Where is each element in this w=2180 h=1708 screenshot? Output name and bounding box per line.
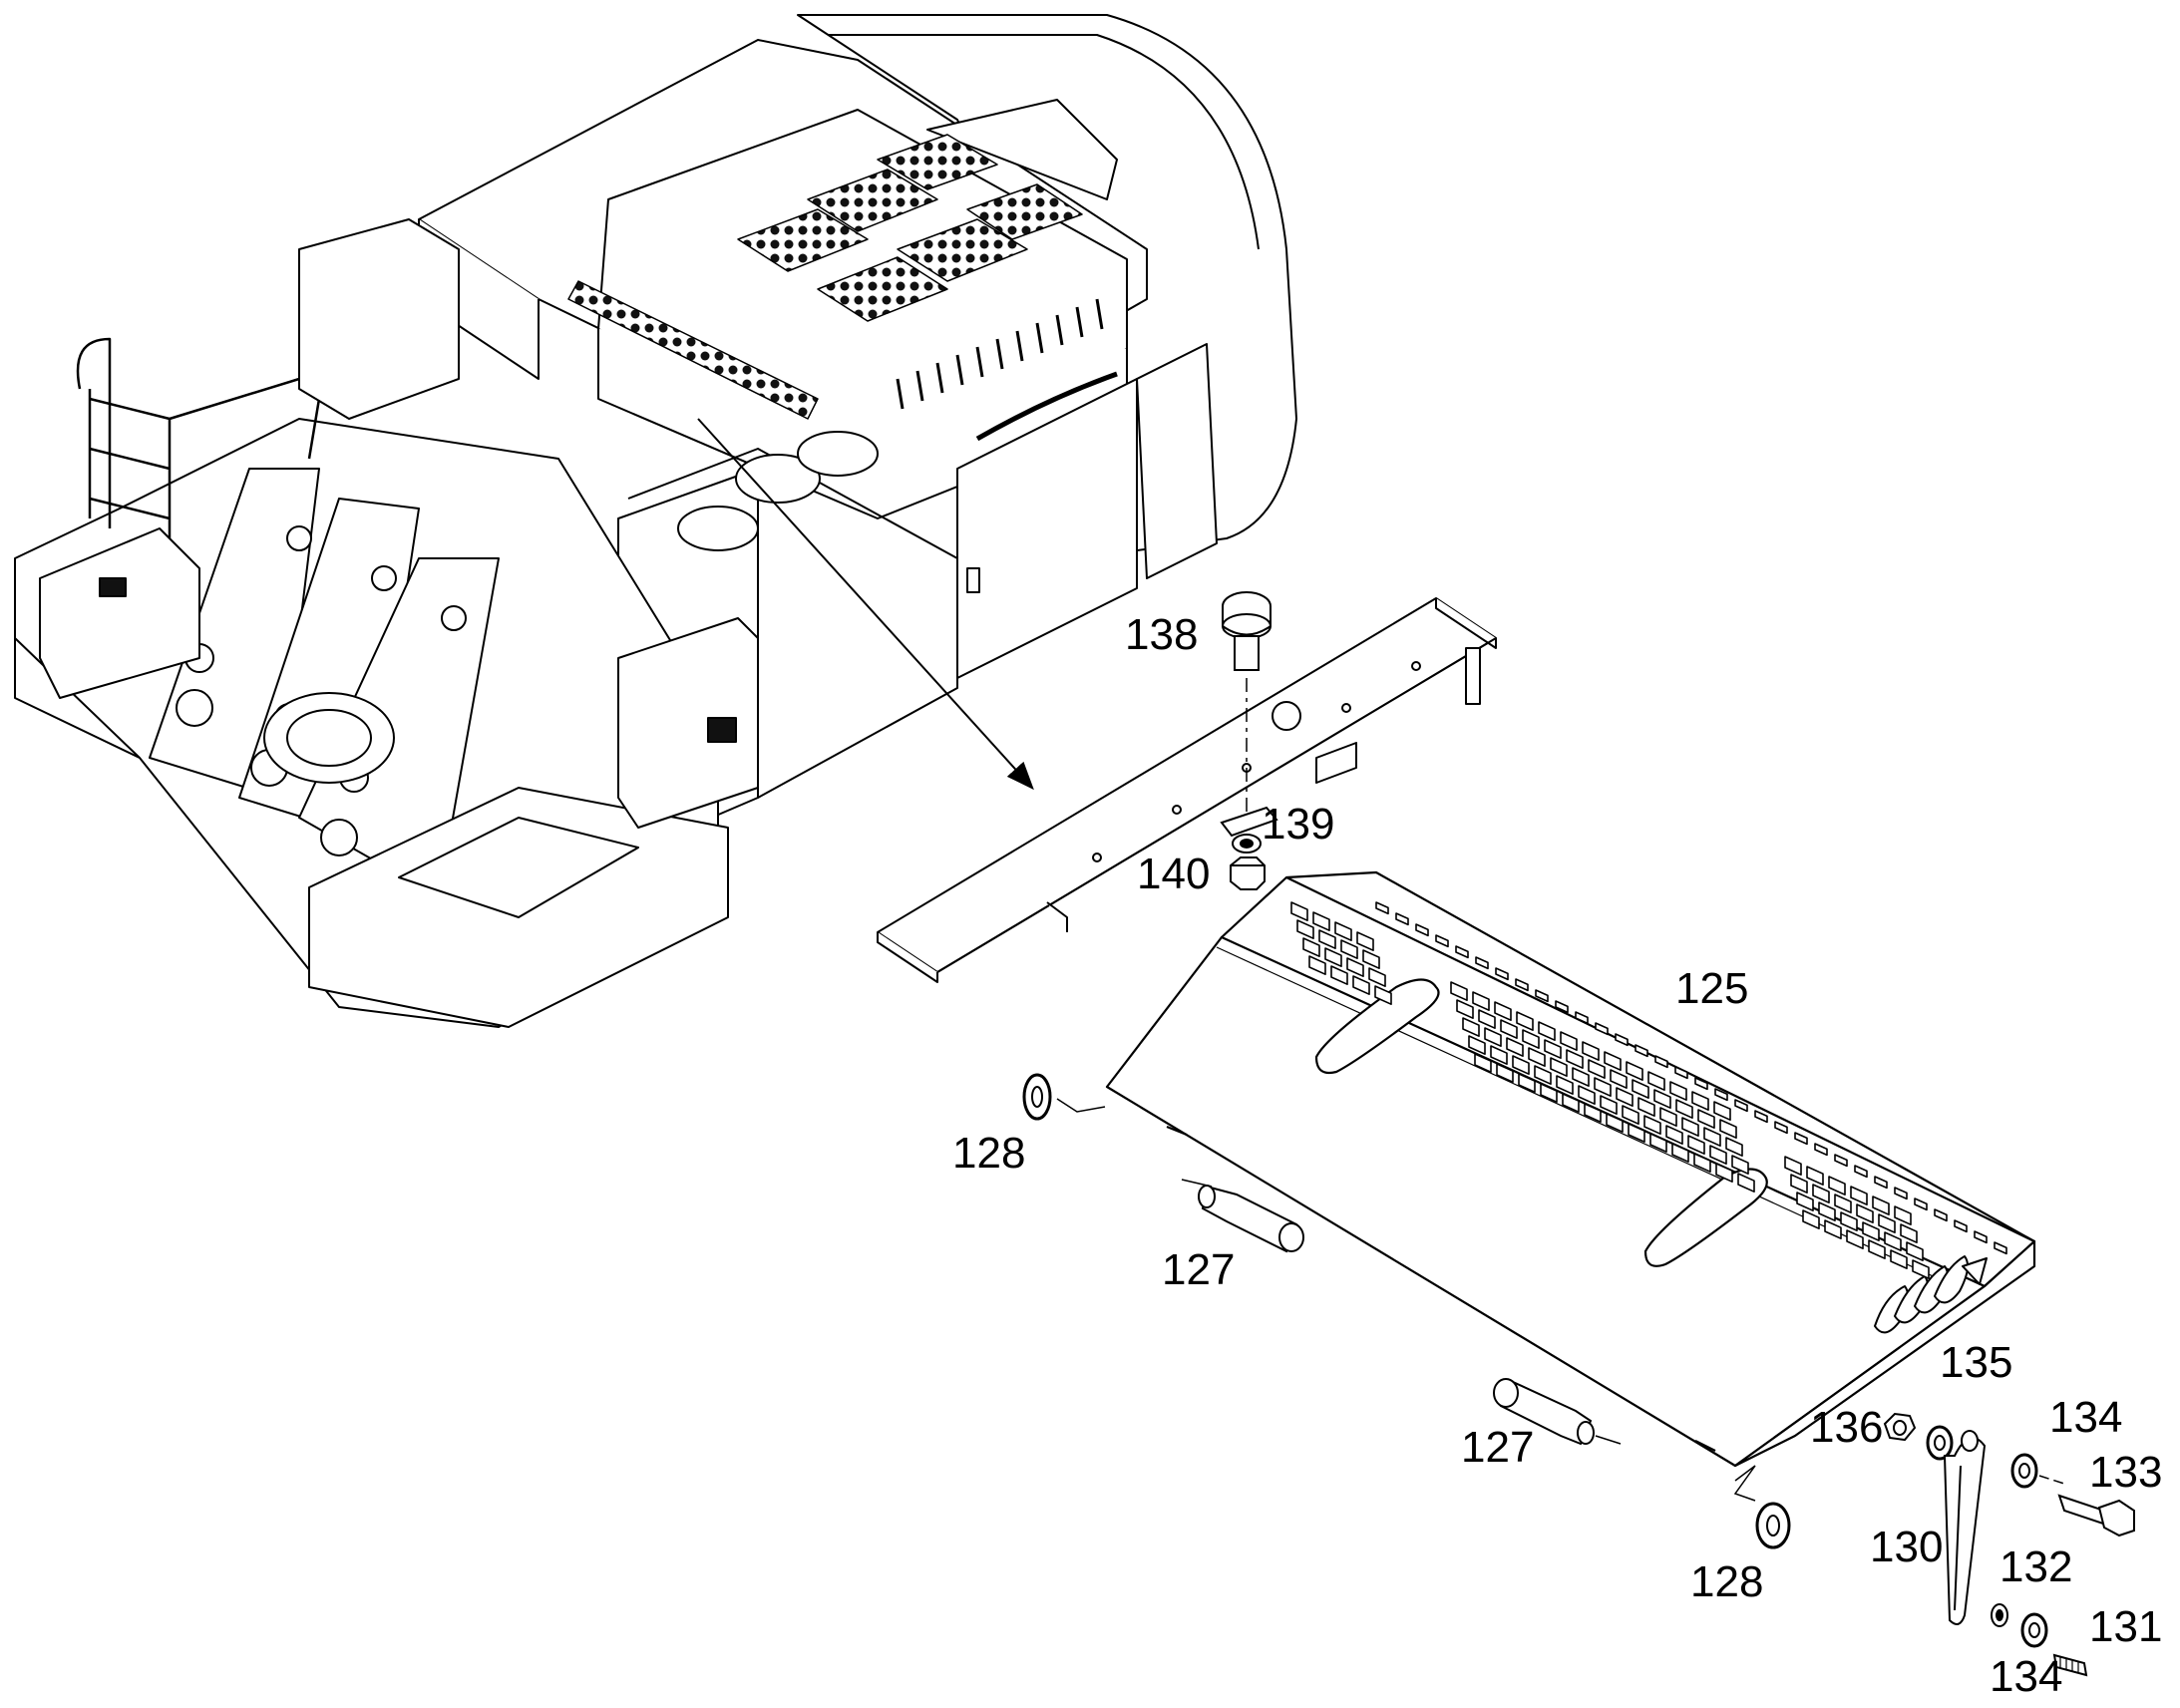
part-label-128-right: 128	[1690, 1557, 1764, 1606]
battery-box	[617, 617, 759, 829]
part-label-134-lower: 134	[1990, 1652, 2063, 1701]
part-label-127-upper: 127	[1162, 1245, 1236, 1294]
side-door-2	[1136, 343, 1218, 579]
part-label-139: 139	[1262, 800, 1335, 849]
pin-127-lower	[1493, 1378, 1595, 1446]
part-label-132: 132	[1999, 1542, 2073, 1591]
bolt-133	[2057, 1494, 2135, 1537]
nut-136	[1883, 1412, 1917, 1442]
pin-127-upper	[1198, 1185, 1304, 1253]
washer-132	[1991, 1603, 2008, 1627]
part-label-127-lower: 127	[1461, 1423, 1535, 1472]
washer-134-upper	[2010, 1453, 2038, 1489]
part-label-136: 136	[1810, 1403, 1884, 1452]
cover-panel-125	[1105, 870, 2036, 1468]
knob-138	[1222, 591, 1272, 671]
part-label-134-upper: 134	[2049, 1393, 2123, 1442]
washer-128-right	[1755, 1502, 1791, 1549]
step-box	[39, 527, 200, 699]
direction-arrow	[697, 418, 1034, 791]
part-label-140: 140	[1137, 850, 1211, 898]
vent-slot-grid	[1290, 901, 2007, 1279]
panel-end	[1733, 1239, 2036, 1468]
plate-slot	[1220, 806, 1278, 838]
bolt-131	[2052, 1653, 2088, 1677]
washer-134-lower	[2020, 1612, 2048, 1648]
part-label-125: 125	[1675, 964, 1749, 1013]
part-label-130: 130	[1870, 1523, 1944, 1571]
washer-135	[1926, 1425, 1954, 1461]
knob-bolt-stack	[1220, 591, 1278, 890]
part-label-131: 131	[2089, 1602, 2163, 1651]
cab-box	[298, 218, 460, 420]
grille-array	[567, 134, 1083, 420]
washer-128-left	[1022, 1073, 1052, 1121]
link-assembly	[1883, 1412, 2135, 1677]
washer-139	[1232, 834, 1262, 854]
machine-upper-carriage	[14, 14, 1297, 1028]
pins-and-washers	[1022, 1073, 1791, 1549]
part-label-138: 138	[1125, 610, 1199, 659]
part-label-133: 133	[2089, 1448, 2163, 1497]
part-label-135: 135	[1940, 1338, 2013, 1387]
link-130	[1943, 1430, 1987, 1625]
mounting-rail	[877, 597, 1497, 983]
part-label-128-left: 128	[952, 1129, 1026, 1178]
nut-140	[1230, 856, 1266, 890]
